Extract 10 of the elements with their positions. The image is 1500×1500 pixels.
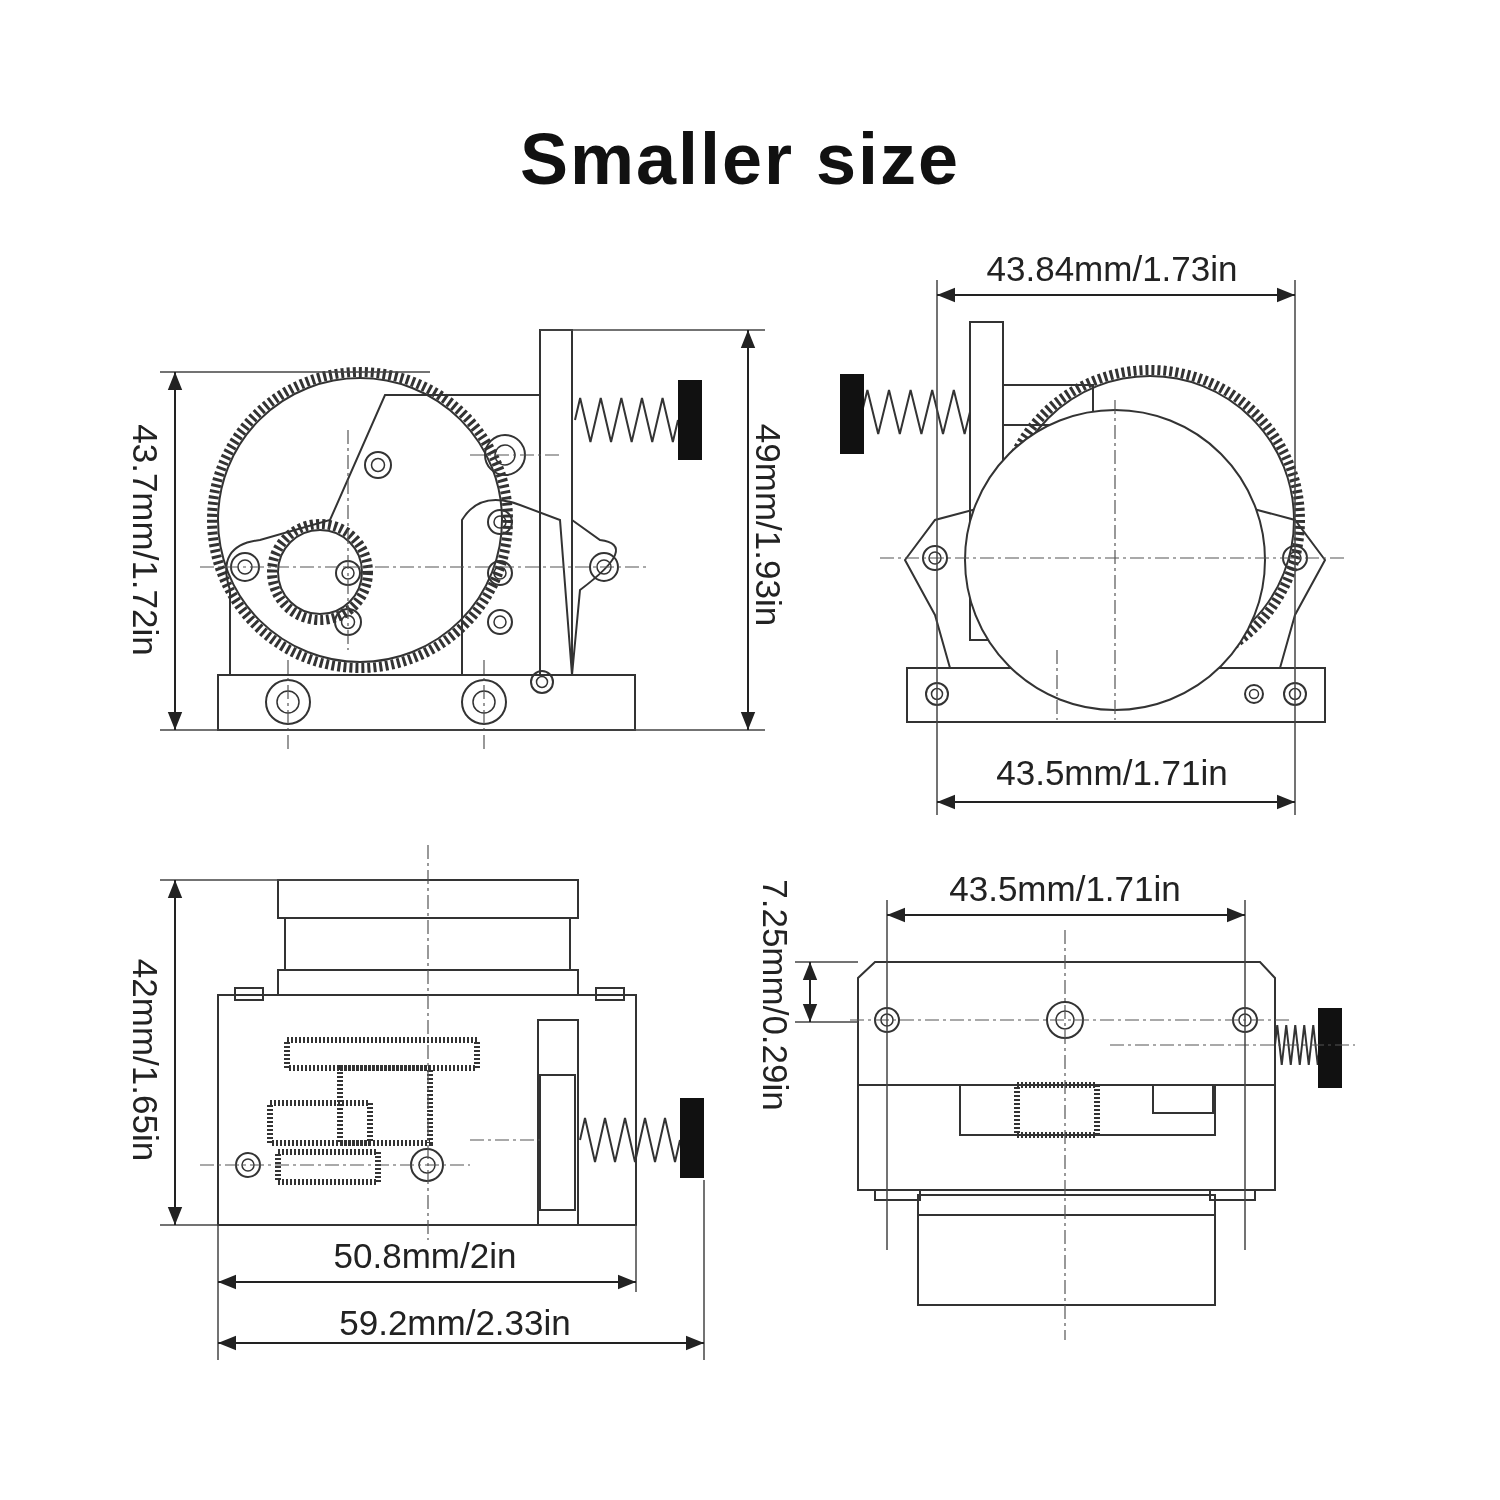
dimension-label: 7.25mm/0.29in <box>757 879 793 1111</box>
dimension-label: 43.5mm/1.71in <box>996 754 1228 790</box>
dimension-label: 50.8mm/2in <box>333 1237 517 1273</box>
dimension-label: 49mm/1.93in <box>750 423 786 627</box>
dimension-label: 42mm/1.65in <box>127 958 163 1162</box>
title: Smaller size <box>518 118 962 200</box>
dimension-label: 43.84mm/1.73in <box>986 250 1238 286</box>
dimension-label: 43.5mm/1.71in <box>949 870 1181 906</box>
dimension-label: 59.2mm/2.33in <box>339 1304 571 1340</box>
dimension-label: 43.7mm/1.72in <box>127 424 163 656</box>
